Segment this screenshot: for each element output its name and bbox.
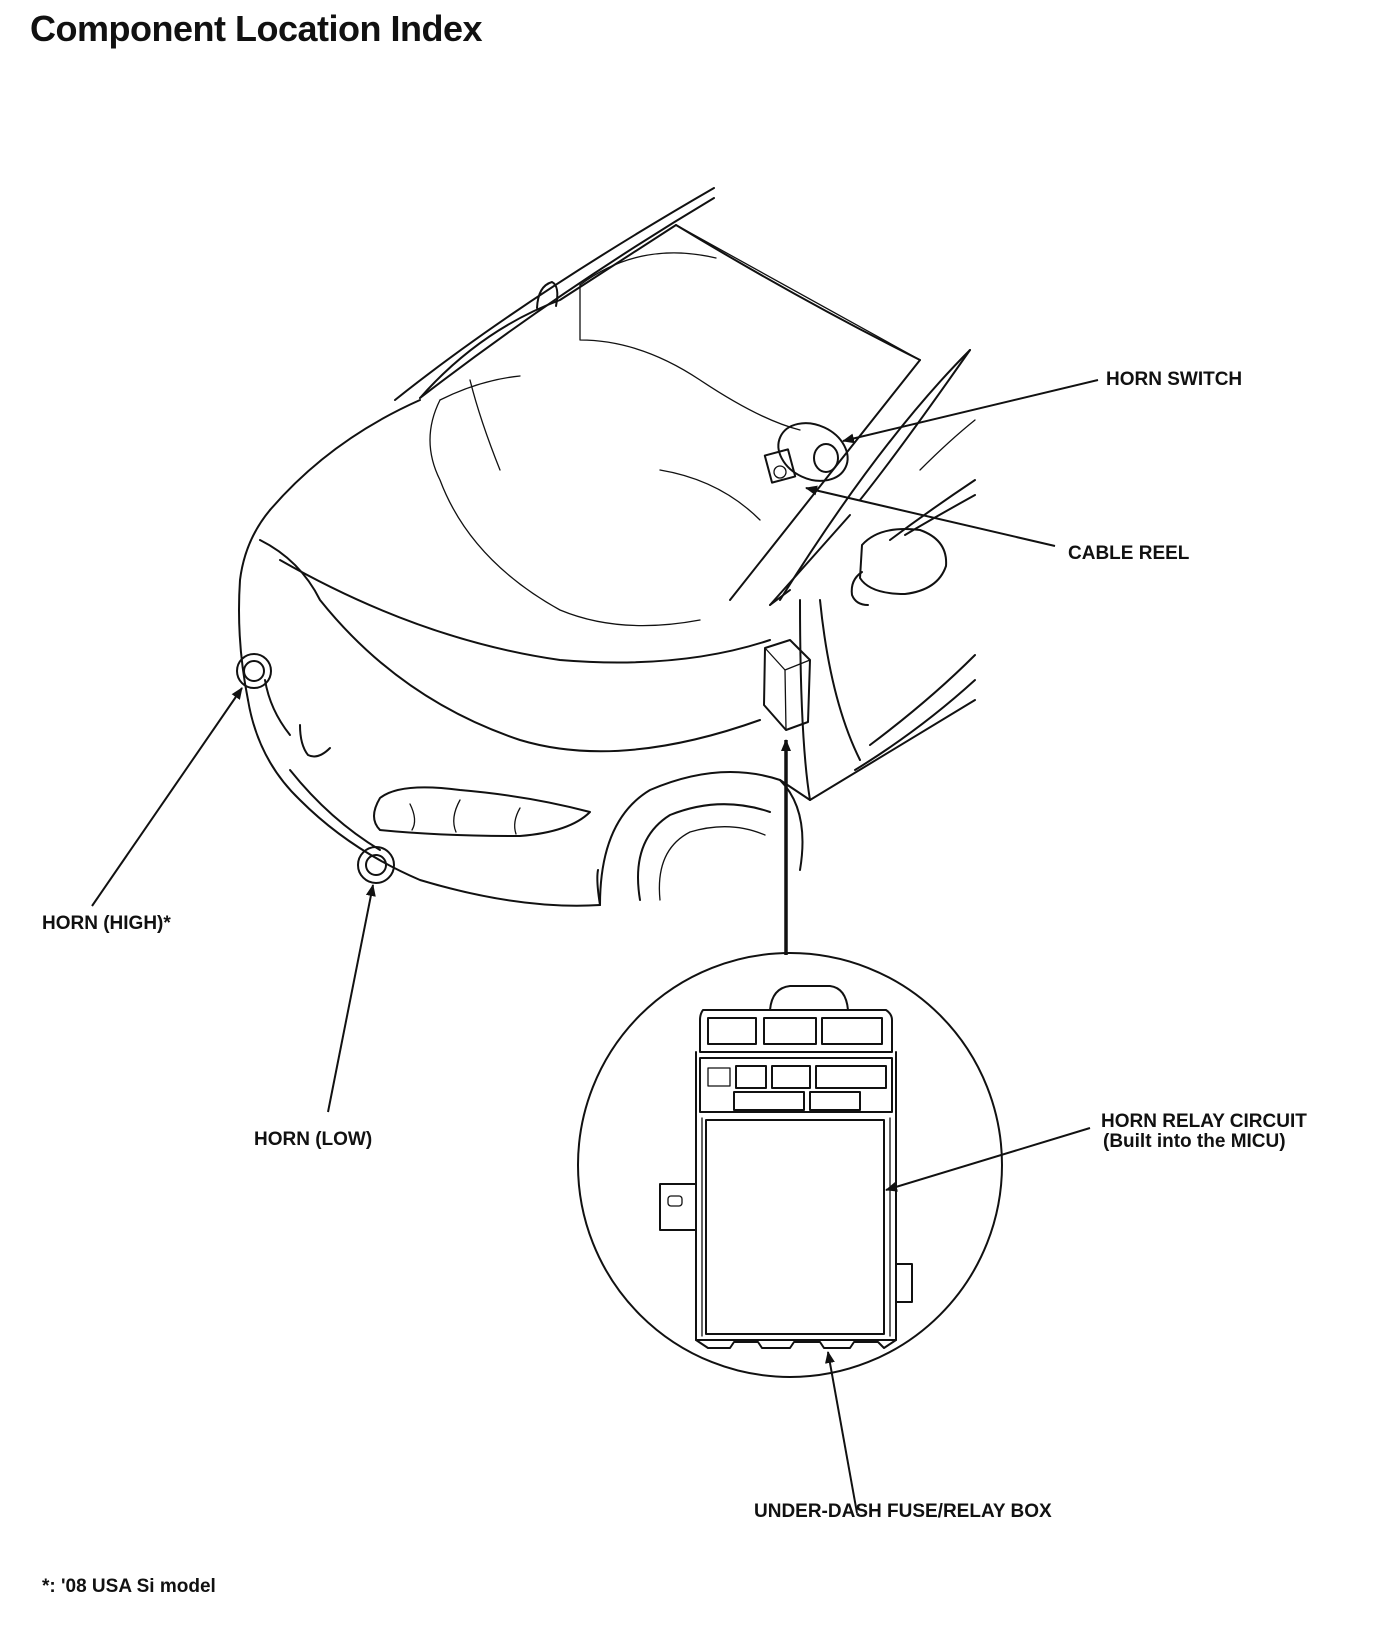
under-dash-fuse-relay-box-detail [659,985,913,1349]
footnote: *: '08 USA Si model [42,1576,216,1597]
fuse-box-on-car [763,639,811,731]
horn-switch-leader [842,379,1099,444]
horn-relay-circuit-label: HORN RELAY CIRCUIT [1101,1111,1307,1132]
under-dash-box-leader [825,1351,858,1514]
horn-low-leader [327,884,376,1113]
horn-low-label: HORN (LOW) [254,1129,373,1150]
detail-zoom-circle [577,952,1003,1378]
under-dash-fuse-relay-box-label: UNDER-DASH FUSE/RELAY BOX [754,1501,1052,1522]
car-illustration [238,187,976,907]
cable-reel-leader [805,485,1056,547]
horn-high-leader [91,687,243,907]
horn-high-component [236,653,272,689]
cable-reel-label: CABLE REEL [1068,543,1190,564]
steering-wheel-component [763,422,849,484]
leader-lines [91,379,1099,1514]
horn-high-label: HORN (HIGH)* [42,913,171,934]
horn-switch-label: HORN SWITCH [1106,369,1243,390]
horn-low-component [357,846,395,884]
page-title: Component Location Index [30,8,483,49]
horn-relay-leader [885,1127,1091,1192]
horn-relay-circuit-sublabel: (Built into the MICU) [1103,1131,1286,1152]
